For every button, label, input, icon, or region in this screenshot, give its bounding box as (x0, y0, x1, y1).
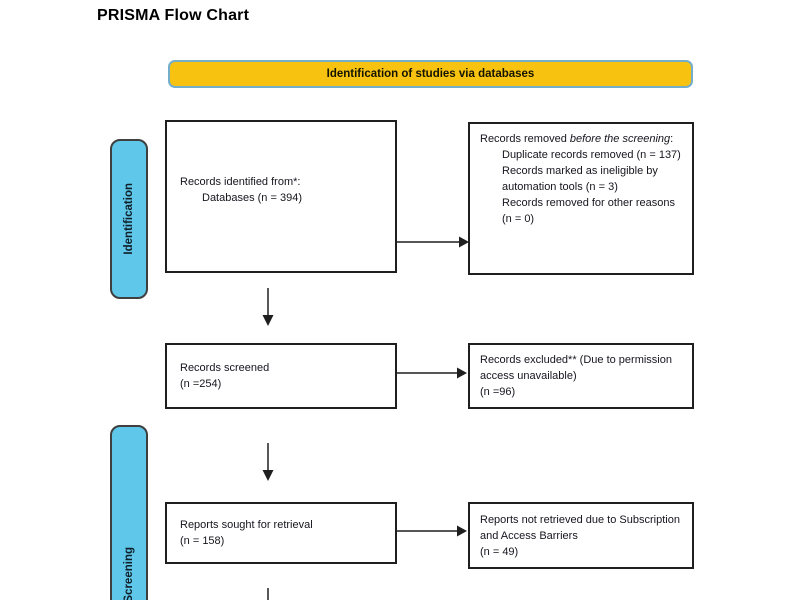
box-records-excluded: Records excluded** (Due to permission ac… (468, 343, 694, 409)
records-identified-line1: Records identified from*: (180, 175, 301, 188)
reports-not-retrieved-count: (n = 49) (480, 545, 519, 558)
records-excluded-line1: Records excluded** (Due to permission ac… (480, 354, 672, 382)
banner-label: Identification of studies via databases (326, 68, 535, 80)
box-records-screened: Records screened (n =254) (165, 343, 397, 409)
arrowhead-sought-to-not-retrieved (457, 525, 467, 537)
banner-identification-via-databases: Identification of studies via databases (168, 60, 693, 88)
records-screened-count: (n =254) (180, 378, 222, 390)
records-identified-line2: Databases (n = 394) (202, 191, 302, 204)
stage-tab-screening: Screening (110, 425, 148, 600)
records-removed-item-other: Records removed for other reasons (n = 0… (502, 197, 676, 225)
page-title: PRISMA Flow Chart (97, 7, 250, 24)
stage-screening-label: Screening (123, 547, 135, 600)
arrowhead-screened-to-excluded (457, 367, 467, 379)
box-records-identified: Records identified from*: Databases (n =… (165, 120, 397, 273)
reports-not-retrieved-line1: Reports not retrieved due to Subscriptio… (480, 513, 680, 542)
arrowhead-screened-to-sought (262, 470, 274, 481)
stage-tab-identification: Identification (110, 139, 148, 299)
records-removed-item-duplicates: Duplicate records removed (n = 137) (502, 149, 681, 161)
records-removed-item-automation: Records marked as ineligible by automati… (502, 165, 658, 193)
box-records-removed: Records removed before the screening: Du… (468, 122, 694, 275)
stage-identification-label: Identification (123, 183, 135, 255)
reports-sought-count: (n = 158) (180, 535, 225, 547)
box-reports-not-retrieved: Reports not retrieved due to Subscriptio… (468, 502, 694, 569)
records-removed-intro: Records removed before the screening: (480, 133, 674, 145)
reports-sought-line1: Reports sought for retrieval (180, 519, 313, 531)
box-reports-sought: Reports sought for retrieval (n = 158) (165, 502, 397, 564)
records-screened-line1: Records screened (180, 362, 270, 374)
arrowhead-identified-to-screened (262, 315, 274, 326)
records-excluded-count: (n =96) (480, 386, 516, 398)
